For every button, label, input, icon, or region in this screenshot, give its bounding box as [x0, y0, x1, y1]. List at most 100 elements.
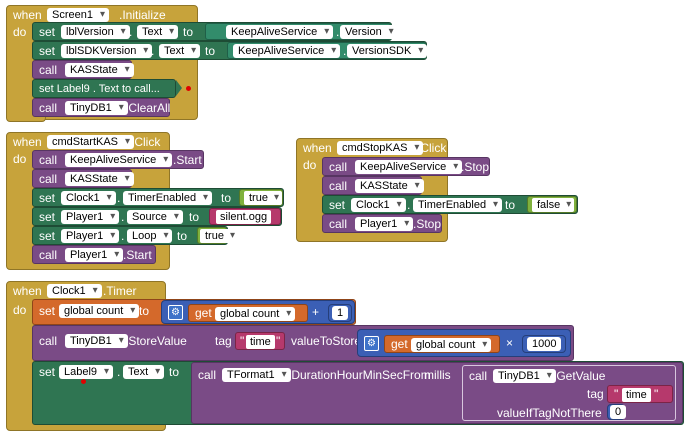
set-player1-source-block[interactable]: set Player1 . Source to silent.ogg: [32, 207, 282, 226]
set-lblversion-text-block[interactable]: set lblVersion . Text to KeepAliveServic…: [32, 22, 398, 41]
player1-dropdown[interactable]: Player1: [61, 229, 120, 243]
cmdstopkas-dropdown[interactable]: cmdStopKAS: [337, 141, 424, 155]
text-property-dropdown[interactable]: Text: [137, 25, 179, 39]
loop-property-dropdown[interactable]: Loop: [127, 229, 173, 243]
lblversion-dropdown[interactable]: lblVersion: [61, 25, 130, 39]
keepaliveservice-dropdown[interactable]: KeepAliveService: [355, 160, 463, 174]
call-tinydb1-clearall-block[interactable]: call TinyDB1 .ClearAll: [32, 98, 170, 117]
versionsdk-property-dropdown[interactable]: VersionSDK: [347, 44, 428, 58]
timerenabled-dropdown[interactable]: TimerEnabled: [123, 191, 213, 205]
do-keyword: do: [13, 152, 27, 166]
clock1-dropdown[interactable]: Clock1: [351, 198, 406, 212]
call-keyword: call: [39, 63, 58, 77]
clearall-method-label: .ClearAll: [125, 101, 171, 115]
number-1-block[interactable]: 1: [328, 304, 352, 322]
version-property-dropdown[interactable]: Version: [340, 25, 398, 39]
set-clock1-timerenabled-block[interactable]: set Clock1 . TimerEnabled to false: [322, 195, 578, 214]
call-player1-start-block[interactable]: call Player1 .Start: [32, 245, 156, 264]
text-property-dropdown[interactable]: Text: [159, 44, 201, 58]
gear-icon[interactable]: ⚙: [168, 305, 183, 320]
set-label9-text-block[interactable]: set Label9 . Text to call TFormat1 .Dura…: [32, 361, 684, 425]
set-clock1-timerenabled-block[interactable]: set Clock1 . TimerEnabled to true: [32, 188, 284, 207]
silent-ogg-string[interactable]: silent.ogg: [216, 210, 272, 224]
number-1000-block[interactable]: 1000: [522, 335, 566, 353]
clock1-dropdown[interactable]: Clock1: [61, 191, 116, 205]
global-count-dropdown[interactable]: global count: [411, 338, 492, 352]
silent-ogg-text-block[interactable]: silent.ogg: [209, 208, 281, 225]
call-tformat1-duration-block[interactable]: call TFormat1 .DurationHourMinSecFrom mi…: [191, 362, 683, 424]
do-keyword: do: [13, 303, 27, 317]
global-count-dropdown[interactable]: global count: [215, 307, 296, 321]
call-keepalive-start-block[interactable]: call KeepAliveService .Start: [32, 150, 204, 169]
set-keyword: set: [39, 44, 56, 58]
collapsed-set-label9-block[interactable]: set Label9 . Text to call...: [32, 79, 176, 98]
true-value-dropdown[interactable]: true: [200, 229, 238, 243]
call-tinydb1-storevalue-block[interactable]: call TinyDB1 .StoreValue tag " time " va…: [32, 325, 574, 361]
time-string[interactable]: time: [622, 388, 651, 402]
player1-dropdown[interactable]: Player1: [355, 217, 414, 231]
cmdstartkas-dropdown[interactable]: cmdStartKAS: [47, 135, 135, 149]
to-keyword: to: [189, 210, 200, 224]
keepaliveservice-dropdown[interactable]: KeepAliveService: [226, 25, 334, 39]
stop-method-label: .Stop: [461, 160, 490, 174]
multiply-block[interactable]: ⚙ get global count × 1000: [357, 329, 571, 357]
call-kasstate-block[interactable]: call KASState: [32, 169, 134, 188]
screen1-dropdown[interactable]: Screen1: [47, 8, 109, 22]
text-property-dropdown[interactable]: Text: [123, 365, 165, 379]
number-0-block[interactable]: 0: [607, 404, 627, 420]
to-keyword: to: [169, 365, 180, 379]
get-global-count-block[interactable]: get global count: [384, 335, 500, 353]
call-keepalive-stop-block[interactable]: call KeepAliveService .Stop: [322, 157, 490, 176]
timer-event-label: .Timer: [103, 284, 137, 298]
keepaliveservice-dropdown[interactable]: KeepAliveService: [65, 153, 173, 167]
valueiftagnotthere-keyword: valueIfTagNotThere: [497, 406, 602, 420]
true-logic-block[interactable]: true: [239, 189, 283, 206]
player1-dropdown[interactable]: Player1: [65, 248, 124, 262]
tinydb1-dropdown[interactable]: TinyDB1: [65, 101, 128, 115]
number-1-value[interactable]: 1: [332, 306, 349, 320]
number-1000-value[interactable]: 1000: [527, 337, 562, 351]
plus-operator: +: [312, 305, 320, 319]
keepaliveservice-dropdown[interactable]: KeepAliveService: [233, 44, 341, 58]
kasstate-dropdown[interactable]: KASState: [65, 172, 134, 186]
kasstate-dropdown[interactable]: KASState: [355, 179, 424, 193]
call-kasstate-block[interactable]: call KASState: [322, 176, 424, 195]
source-property-dropdown[interactable]: Source: [127, 210, 183, 224]
keepalive-version-getter[interactable]: KeepAliveService . Version: [205, 23, 398, 40]
player1-dropdown[interactable]: Player1: [61, 210, 120, 224]
set-player1-loop-block[interactable]: set Player1 . Loop to true: [32, 226, 238, 245]
time-text-block[interactable]: " time ": [235, 332, 285, 350]
addition-block[interactable]: ⚙ get global count + 1: [161, 300, 355, 324]
false-value-dropdown[interactable]: false: [532, 198, 575, 212]
kasstate-dropdown[interactable]: KASState: [65, 63, 134, 77]
tformat1-dropdown[interactable]: TFormat1: [222, 368, 291, 382]
label9-dropdown[interactable]: Label9: [59, 365, 114, 379]
call-keyword: call: [39, 334, 58, 348]
time-string[interactable]: time: [246, 335, 275, 349]
clock1-dropdown[interactable]: Clock1: [47, 284, 102, 298]
set-keyword: set: [39, 210, 56, 224]
call-player1-stop-block[interactable]: call Player1 .Stop: [322, 214, 442, 233]
true-logic-block[interactable]: true: [197, 227, 238, 244]
global-count-dropdown[interactable]: global count: [59, 304, 140, 318]
timerenabled-dropdown[interactable]: TimerEnabled: [413, 198, 503, 212]
to-keyword: to: [221, 191, 232, 205]
gear-icon[interactable]: ⚙: [364, 336, 379, 351]
when-keyword: when: [13, 284, 42, 298]
set-lblsdkversion-text-block[interactable]: set lblSDKVersion . Text to KeepAliveSer…: [32, 41, 428, 60]
tinydb1-dropdown[interactable]: TinyDB1: [65, 334, 128, 348]
lblsdkversion-dropdown[interactable]: lblSDKVersion: [61, 44, 153, 58]
true-value-dropdown[interactable]: true: [244, 191, 282, 205]
time-text-block[interactable]: " time ": [607, 385, 673, 403]
get-global-count-block[interactable]: get global count: [188, 304, 308, 322]
keepalive-versionsdk-getter[interactable]: KeepAliveService . VersionSDK: [227, 42, 428, 59]
stop-method-label: .Stop: [413, 217, 442, 231]
to-keyword: to: [177, 229, 188, 243]
tinydb1-dropdown[interactable]: TinyDB1: [493, 369, 556, 383]
number-0-value[interactable]: 0: [610, 405, 627, 419]
call-tinydb1-getvalue-block[interactable]: call TinyDB1 .GetValue tag " time " valu…: [462, 365, 676, 421]
do-keyword: do: [13, 25, 27, 39]
set-global-count-block[interactable]: set global count to ⚙ get global count +…: [32, 299, 356, 325]
false-logic-block[interactable]: false: [527, 196, 577, 213]
call-kasstate-block[interactable]: call KASState: [32, 60, 134, 79]
